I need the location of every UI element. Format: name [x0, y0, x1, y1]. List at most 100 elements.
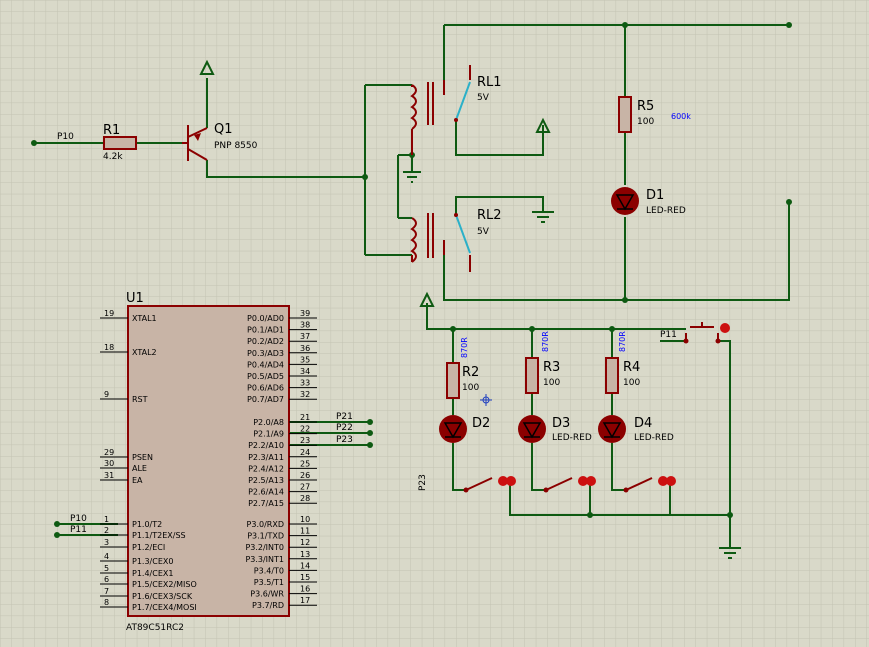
led-d4[interactable]: D4 LED-RED — [598, 415, 674, 443]
u1-pin-number: 1 — [104, 515, 109, 524]
switch-led-d3[interactable] — [543, 476, 597, 493]
resistor-r4[interactable]: R4 100 870R — [605, 331, 640, 394]
led-d3[interactable]: D3 LED-RED — [518, 415, 592, 443]
u1-body — [127, 305, 290, 617]
u1-pin-name: P2.2/A10 — [248, 441, 284, 450]
u1-pin-number: 35 — [300, 355, 310, 364]
u1-pin-2[interactable]: 2P1.1/T2EX/SS — [100, 526, 186, 540]
u1-pin-name: P1.2/ECI — [132, 543, 165, 552]
u1-pin-number: 14 — [300, 561, 310, 570]
net-label-p10: P10 — [70, 514, 87, 524]
switch-led-d2[interactable] — [463, 476, 517, 493]
switch-toggle-icon — [720, 323, 730, 333]
u1-pin-number: 36 — [300, 344, 310, 353]
d1-value: LED-RED — [646, 206, 686, 216]
microcontroller-u1[interactable]: U1 AT89C51RC2 19XTAL118XTAL29RST29PSEN30… — [100, 291, 317, 633]
u1-pin-name: P2.3/A11 — [248, 453, 284, 462]
switch-p11[interactable]: P11 — [660, 322, 730, 344]
r1-ref: R1 — [103, 123, 120, 138]
u1-pin-number: 31 — [104, 471, 114, 480]
r4-value: 100 — [623, 378, 640, 388]
u1-pin-6[interactable]: 6P1.5/CEX2/MISO — [100, 575, 197, 589]
u1-pin-4[interactable]: 4P1.3/CEX0 — [100, 552, 173, 566]
u1-part: AT89C51RC2 — [126, 623, 184, 633]
led-d1[interactable]: D1 LED-RED — [611, 187, 686, 216]
relay-rl2[interactable]: RL2 5V — [410, 208, 502, 272]
net-label-p10: P10 — [57, 132, 74, 142]
u1-pin-number: 32 — [300, 390, 310, 399]
r5-note: 600k — [671, 112, 691, 121]
u1-pin-name: P3.5/T1 — [254, 578, 284, 587]
u1-pin-name: RST — [132, 395, 148, 404]
relay-rl1[interactable]: RL1 5V — [410, 65, 502, 155]
u1-pin-number: 39 — [300, 309, 310, 318]
u1-pin-7[interactable]: 7P1.6/CEX3/SCK — [100, 587, 193, 601]
led-d2[interactable]: D2 — [439, 415, 490, 443]
u1-pin-number: 38 — [300, 321, 310, 330]
u1-pin-number: 23 — [300, 436, 310, 445]
u1-pin-name: P1.6/CEX3/SCK — [132, 592, 193, 601]
resistor-r1[interactable]: R1 4.2k — [103, 123, 137, 162]
u1-pin-number: 15 — [300, 573, 310, 582]
u1-pin-8[interactable]: 8P1.7/CEX4/MOSI — [100, 598, 197, 612]
transistor-q1[interactable]: Q1 PNP 8550 — [182, 122, 258, 161]
r3-ref: R3 — [543, 360, 560, 375]
net-label-p11: P11 — [660, 330, 677, 340]
u1-pin-number: 2 — [104, 526, 109, 535]
net-label-p22: P22 — [336, 423, 353, 433]
net-label-p21: P21 — [336, 412, 353, 422]
u1-pin-name: P3.1/TXD — [247, 532, 284, 541]
resistor-r5[interactable]: R5 100 600k — [618, 96, 691, 133]
u1-pin-name: P2.4/A12 — [248, 464, 284, 473]
u1-pin-1[interactable]: 1P1.0/T2 — [100, 515, 162, 529]
d3-ref: D3 — [552, 416, 570, 431]
u1-pin-number: 13 — [300, 550, 310, 559]
resistor-r2[interactable]: R2 100 870R — [446, 337, 479, 399]
u1-pin-name: P0.2/AD2 — [247, 337, 284, 346]
resistor-r3[interactable]: R3 100 870R — [525, 331, 560, 394]
u1-pin-5[interactable]: 5P1.4/CEX1 — [100, 564, 173, 578]
u1-pin-name: EA — [132, 476, 143, 485]
u1-pin-name: P3.6/WR — [250, 590, 284, 599]
u1-pin-number: 33 — [300, 379, 310, 388]
u1-pin-3[interactable]: 3P1.2/ECI — [100, 538, 165, 552]
r4-note: 870R — [618, 331, 627, 352]
u1-pin-number: 37 — [300, 332, 310, 341]
u1-pin-name: P0.6/AD6 — [247, 384, 284, 393]
u1-pin-name: P1.0/T2 — [132, 520, 162, 529]
u1-pin-number: 30 — [104, 459, 114, 468]
switch-led-d4[interactable] — [623, 476, 677, 493]
u1-pin-name: P3.0/RXD — [247, 520, 284, 529]
